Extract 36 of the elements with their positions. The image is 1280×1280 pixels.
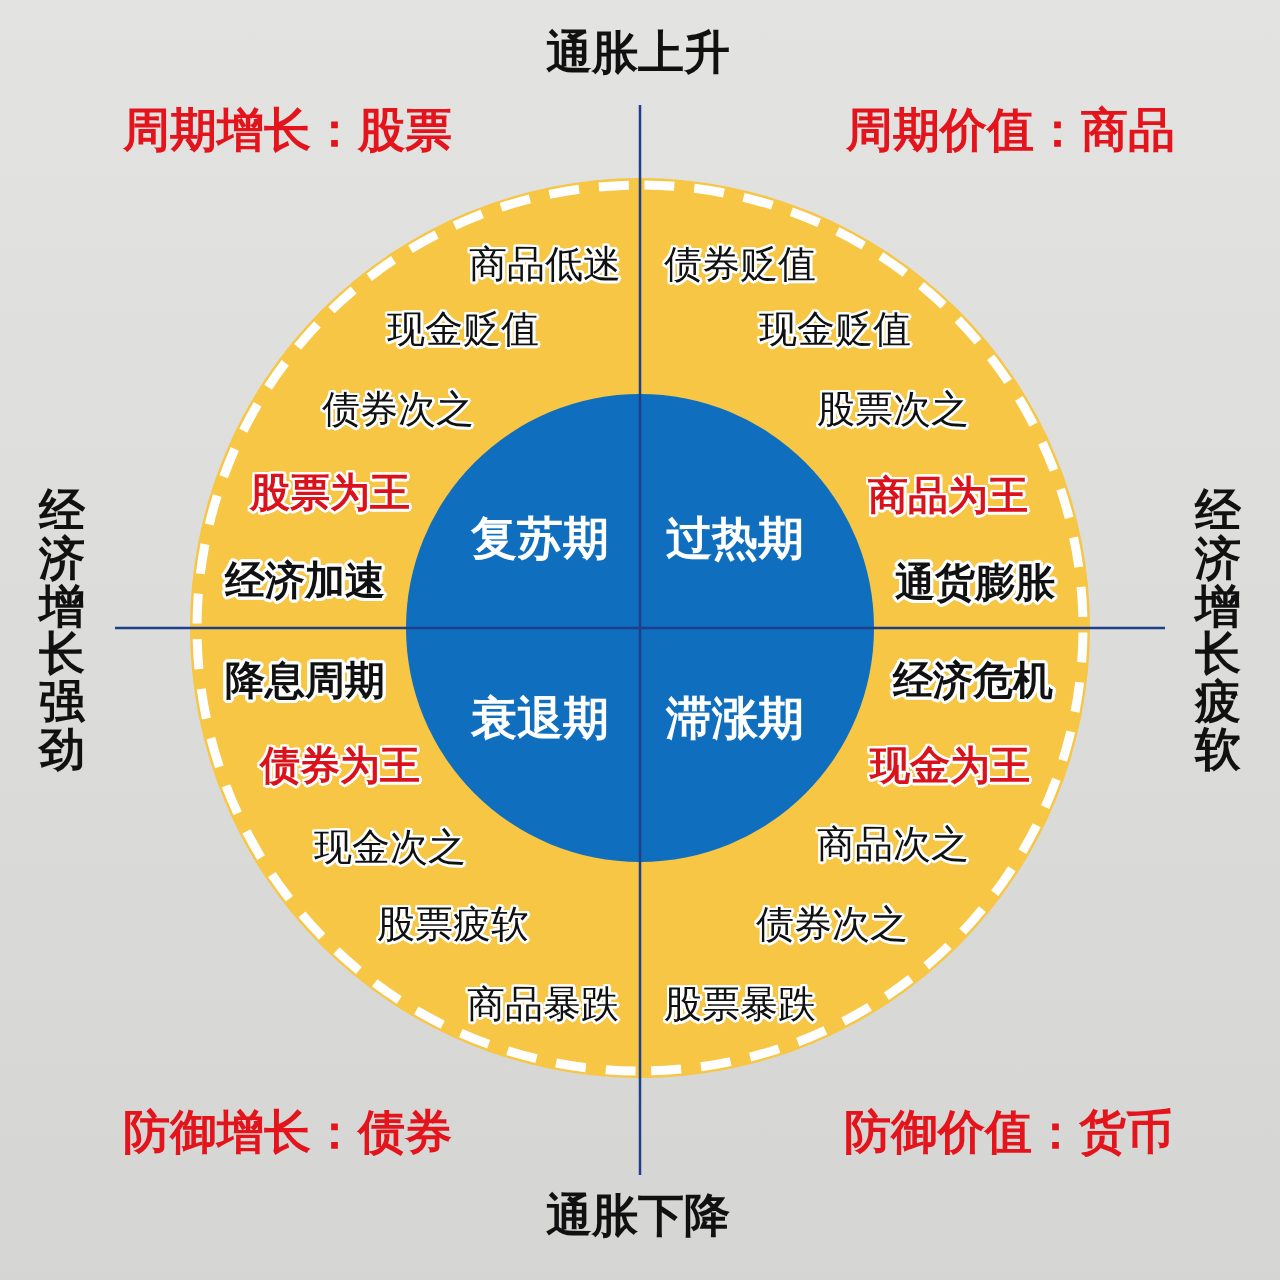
quadrant-text: 通货膨胀: [895, 560, 1055, 604]
quadrant-text: 债券次之: [756, 904, 908, 946]
quadrant-text: 商品暴跌: [467, 984, 619, 1026]
ring-sector: [190, 628, 640, 1078]
ring-sector: [640, 178, 1090, 628]
quadrant-text: 股票次之: [817, 389, 969, 431]
axis-label: 通胀上升: [546, 26, 730, 78]
axis-label: 经济增长强劲: [37, 486, 86, 774]
quadrant-text: 现金贬值: [387, 309, 539, 351]
quadrant-text: 降息周期: [225, 658, 385, 702]
phase-label: 滞涨期: [666, 692, 804, 744]
axis-label: 通胀下降: [546, 1189, 730, 1241]
quadrant-heading: 周期价值：商品: [845, 104, 1175, 156]
quadrant-heading: 防御价值：货币: [843, 1106, 1173, 1158]
quadrant-text: 商品为王: [868, 473, 1028, 517]
quadrant-text: 股票为王: [250, 470, 410, 514]
quadrant-text: 股票暴跌: [664, 984, 816, 1026]
phase-label: 衰退期: [471, 692, 609, 744]
axis-label: 经济增长疲软: [1193, 486, 1242, 774]
quadrant-text: 股票疲软: [377, 904, 529, 946]
quadrant-text: 经济加速: [225, 558, 385, 602]
phase-label: 过热期: [666, 512, 804, 564]
quadrant-text: 债券为王: [260, 743, 420, 787]
phase-label: 复苏期: [471, 512, 609, 564]
quadrant-text: 现金次之: [314, 827, 466, 869]
quadrant-text: 经济危机: [893, 658, 1053, 702]
quadrant-text: 现金为王: [870, 743, 1030, 787]
quadrant-text: 债券贬值: [664, 244, 816, 286]
ring-sector: [640, 628, 1090, 1078]
quadrant-heading: 防御增长：债券: [122, 1106, 452, 1158]
ring-sector: [190, 178, 640, 628]
quadrant-text: 债券次之: [322, 389, 474, 431]
quadrant-text: 商品次之: [817, 824, 969, 866]
quadrant-text: 商品低迷: [469, 244, 621, 286]
quadrant-text: 现金贬值: [759, 309, 911, 351]
quadrant-heading: 周期增长：股票: [122, 104, 452, 156]
